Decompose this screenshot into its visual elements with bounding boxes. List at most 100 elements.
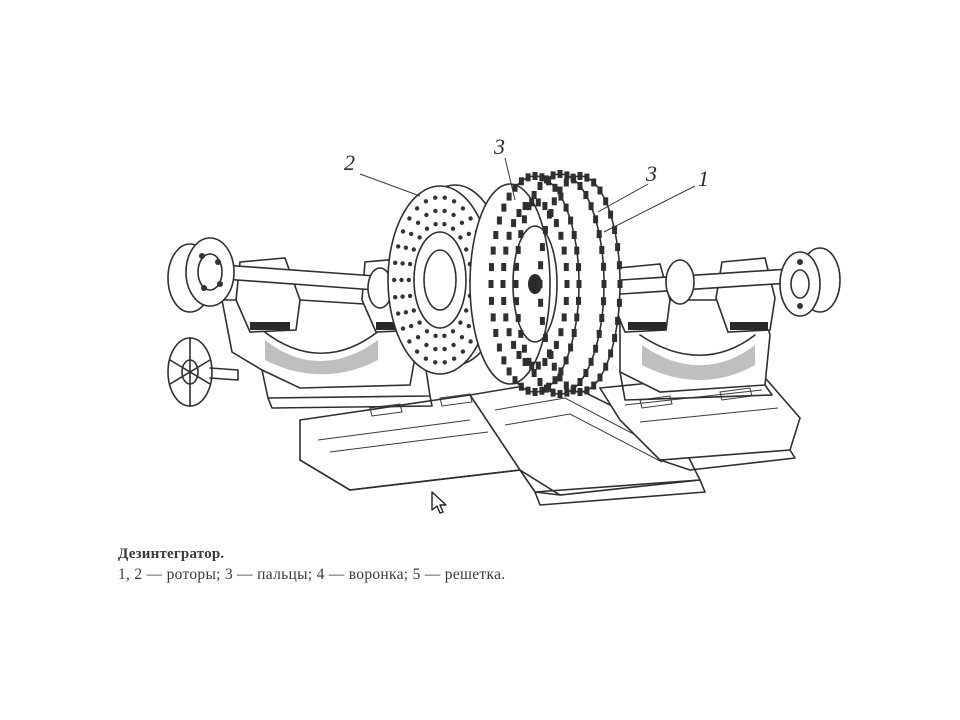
rotor-pin: [571, 329, 577, 337]
rotor-pin: [542, 202, 548, 210]
rotor-pin: [570, 173, 576, 182]
rotor-hole: [400, 326, 406, 331]
rotor-pin: [488, 280, 494, 288]
rotor-hole: [433, 333, 438, 338]
rotor-pin: [521, 344, 527, 353]
label-fingers-right: 3: [645, 161, 657, 186]
rotor-pin: [603, 362, 609, 371]
left-handwheel: [167, 237, 235, 313]
rotor-pin: [574, 313, 580, 322]
rotor-pin: [537, 280, 543, 288]
rotor-pin: [532, 388, 538, 396]
rotor-hole: [411, 308, 416, 313]
rotor-hole: [400, 229, 406, 234]
callout-leaders: [359, 157, 696, 233]
rotor-pin: [550, 171, 556, 180]
rotor-pin: [501, 203, 507, 212]
rotor-pin: [617, 280, 623, 288]
rotor-pin: [576, 296, 581, 305]
rotor-pin: [514, 262, 519, 271]
rotor-pin: [561, 246, 567, 255]
rotor-pin: [577, 182, 583, 190]
rotor-pin: [490, 246, 496, 255]
rotor-pin: [616, 298, 622, 307]
rotor-hole: [468, 339, 473, 344]
rotor-pin: [539, 316, 545, 325]
rotor-hole: [396, 311, 401, 316]
rotor-pin: [550, 388, 556, 397]
rotor-hole: [424, 342, 429, 348]
rotor-pin: [593, 215, 599, 224]
rotor-pin: [563, 356, 569, 365]
rotor-hole: [433, 208, 438, 214]
rotor-pin: [496, 343, 502, 352]
rotor-hole: [423, 199, 429, 204]
rotor-hole: [433, 222, 438, 227]
rotor-pin: [501, 356, 507, 365]
rotor-pin: [518, 230, 524, 239]
rotor-pin: [563, 263, 569, 271]
rotor-pin: [525, 386, 531, 395]
rotor-pin: [558, 367, 564, 376]
rotor-pin: [539, 243, 545, 252]
rotor-pin: [577, 172, 583, 180]
rotor-pin: [577, 388, 583, 396]
rotor-pin: [501, 297, 507, 305]
rotor-pin: [568, 216, 574, 225]
rotor-pin: [543, 384, 549, 393]
rotor-pin: [511, 340, 517, 349]
rotor-pin: [489, 263, 494, 272]
rotor-pin: [576, 263, 581, 272]
rotor-hole: [392, 277, 397, 283]
rotor-pin: [506, 192, 512, 201]
rotor-pin: [601, 262, 606, 271]
rotor-pin: [515, 246, 521, 254]
rotor-hole: [442, 208, 447, 214]
rotor-pin: [538, 298, 544, 307]
rotor-hole: [442, 360, 447, 365]
rotor-pin: [537, 378, 543, 386]
rotor-pin: [612, 226, 618, 234]
rotor-pin: [543, 175, 549, 184]
rotor-hole: [424, 329, 430, 334]
rotor-pin: [551, 362, 557, 371]
rotor-pin: [539, 386, 545, 395]
label-rotor-2: 2: [344, 150, 355, 175]
rotor-pin: [503, 313, 509, 322]
rotor-hole: [403, 310, 409, 315]
rotor-pins: [488, 170, 623, 398]
right-flange: [779, 247, 841, 317]
rotor-hole: [460, 349, 466, 354]
rotor-pin: [612, 334, 618, 342]
rotor-pin: [557, 170, 563, 178]
rotor-hole: [400, 261, 405, 266]
rotor-hole: [424, 226, 430, 231]
rotor-hole: [433, 346, 438, 352]
rotor-pin: [542, 358, 548, 366]
rotor-pin: [542, 226, 548, 234]
rotor-pin: [493, 329, 499, 337]
label-fingers-top: 3: [493, 134, 505, 159]
rotor-pin: [535, 361, 541, 370]
rotor-pin: [574, 246, 580, 255]
rotor-hole: [460, 206, 466, 211]
rotor-hole: [414, 349, 420, 354]
rotor-hole: [400, 294, 405, 299]
rotor-hole: [415, 335, 421, 340]
rotor-hole: [393, 260, 398, 265]
rotor-pin: [599, 314, 605, 322]
rotor-pin: [603, 197, 609, 206]
rotor-pin: [608, 349, 614, 358]
rotor-pin: [561, 313, 567, 322]
rotor-hole: [450, 329, 456, 334]
rotor-pin: [571, 231, 577, 239]
rotor-pin: [584, 386, 590, 395]
rotor-pin: [512, 376, 518, 385]
rotor-pin: [551, 197, 557, 206]
rotor-pin: [558, 328, 564, 337]
rotor-pin: [557, 373, 563, 382]
rotor-pin: [588, 202, 594, 211]
rotor-hole: [417, 320, 422, 325]
rotor-pin: [506, 367, 512, 376]
